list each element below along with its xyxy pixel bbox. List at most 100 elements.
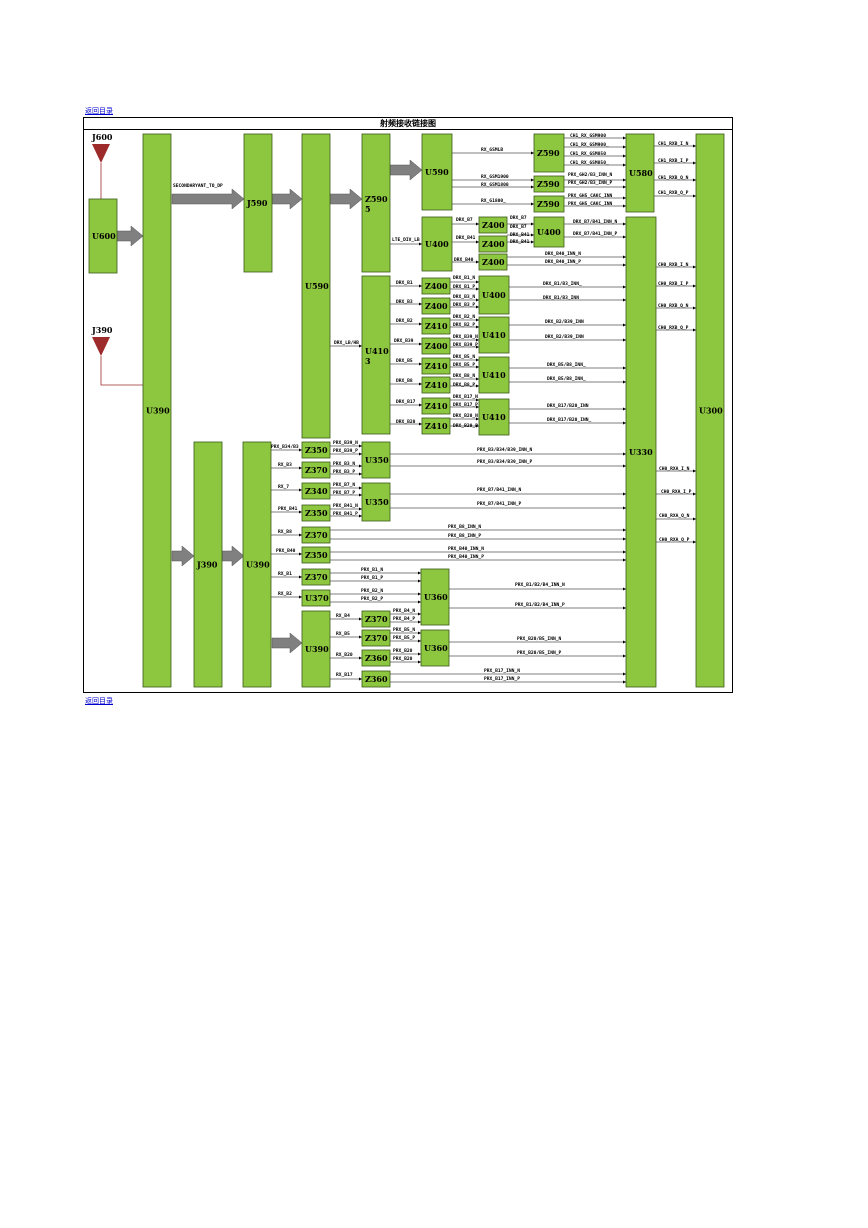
signal-label: PRX_B4_P: [393, 616, 415, 622]
signal-label: RX_B8: [278, 529, 292, 535]
signal-label: PRX_B20/B5_INN_N: [517, 636, 561, 642]
svg-text:J590: J590: [246, 198, 268, 208]
signal-label: DRX_B5/B8_INN_: [547, 376, 586, 382]
svg-text:U590: U590: [425, 167, 449, 177]
signal-label: DRX_B20_P: [453, 423, 478, 429]
signal-label: PRX_B41: [278, 506, 298, 512]
svg-text:U410: U410: [482, 370, 506, 380]
svg-text:U330: U330: [629, 447, 653, 457]
signal-label: DRX_B5_P: [453, 362, 475, 368]
flow-arrow-4: [329, 188, 363, 210]
block-u370: U370: [301, 589, 331, 607]
signal-label: DRX_B40: [454, 257, 474, 263]
svg-text:U360: U360: [424, 592, 448, 602]
signal-label: DRX_B39: [394, 338, 414, 344]
svg-text:J390: J390: [196, 560, 218, 570]
block-z370-c: Z370: [301, 568, 331, 586]
signal-label: PRX_B4_N: [393, 608, 415, 614]
svg-text:U400: U400: [537, 227, 561, 237]
block-u300: U300: [695, 133, 725, 688]
block-u360-b: U360: [420, 629, 450, 667]
signal-label: RX_B5: [336, 631, 350, 637]
svg-text:U400: U400: [425, 239, 449, 249]
svg-text:Z590: Z590: [537, 148, 560, 158]
signal-label: RX_B3: [278, 462, 292, 468]
back-to-contents-link-top[interactable]: 返回目录: [85, 107, 113, 115]
block-z400-c: Z400: [478, 253, 508, 271]
block-z360-b: Z360: [361, 670, 391, 688]
signal-label: PRX_B39_N: [333, 440, 358, 446]
svg-text:U360: U360: [424, 643, 448, 653]
signal-label: DRX_B2/B39_INN: [545, 319, 584, 325]
signal-label: CH1_RX_GSM900_: [570, 142, 609, 148]
flow-arrow-8: [271, 632, 303, 654]
signal-label: DRX_B17_P: [453, 402, 478, 408]
signal-label: PRX_B1_P: [361, 575, 383, 581]
flow-arrow-6: [171, 545, 195, 567]
back-to-contents-link-bottom[interactable]: 返回目录: [85, 697, 113, 705]
flow-arrow-3: [271, 188, 303, 210]
block-u400-b: U400: [533, 216, 565, 248]
block-z410-c: Z410: [421, 376, 451, 394]
svg-text:Z370: Z370: [305, 572, 328, 582]
block-u590-tall: U590: [301, 133, 331, 439]
signal-label: CH0_RXA_I_P: [661, 489, 692, 495]
svg-text:U580: U580: [629, 168, 653, 178]
block-u410-a: U410: [478, 316, 510, 354]
svg-text:J390: J390: [91, 325, 113, 335]
block-u390-c: U390: [301, 610, 331, 688]
block-z370-e: Z370: [361, 629, 391, 647]
signal-label: CH0_RXB_Q_P: [658, 325, 689, 331]
signal-label: CH0_RXB_I_P: [658, 281, 689, 287]
signal-label: DRX_B39_P: [453, 342, 478, 348]
svg-text:U300: U300: [699, 406, 723, 416]
signal-label: DRX_B5/B8_INN_: [547, 362, 586, 368]
signal-label: PRX_B3/B34/B39_INN_N: [477, 447, 533, 453]
signal-label: RX_B4: [336, 613, 350, 619]
signal-label: PRX_GH2/B3_INN_P: [568, 180, 612, 186]
svg-text:U400: U400: [482, 290, 506, 300]
svg-text:Z360: Z360: [365, 653, 388, 663]
block-z370-a: Z370: [301, 461, 331, 479]
signal-label: DRX_B5_N: [453, 354, 475, 360]
signal-label: RX_GSM1900: [481, 174, 509, 180]
signal-label: CH0_RXB_I_N: [658, 262, 689, 268]
block-z590-c: Z590: [533, 195, 565, 213]
signal-label: PRX_B40: [276, 548, 296, 554]
signal-label: DRX_B1_P: [453, 284, 475, 290]
signal-label: CH1_RX_GSM900: [570, 133, 606, 139]
block-u410-c: U410: [478, 398, 510, 436]
signal-label: DRX_B41: [456, 235, 476, 241]
signal-label: PRX_B2_N: [361, 588, 383, 594]
svg-text:Z590: Z590: [537, 199, 560, 209]
signal-label: CH0_RXA_Q_P: [659, 537, 690, 543]
svg-text:U390: U390: [246, 560, 270, 570]
flow-arrow-7: [221, 545, 245, 567]
signal-label: CH1_RXB_Q_N: [658, 175, 689, 181]
signal-label: PRX_B1/B2/B4_INN_P: [515, 602, 565, 608]
signal-label: RX_B1: [278, 571, 292, 577]
signal-label: LTE_DIV_LB: [392, 237, 420, 243]
block-z370-b: Z370: [301, 526, 331, 544]
signal-label: DRX_B8: [396, 378, 413, 384]
flow-arrow-5: [389, 159, 423, 181]
signal-label: PRX_B7_N: [333, 482, 355, 488]
j600-antenna: J600: [91, 132, 113, 199]
signal-label: DRX_B1/B3_INN_: [543, 281, 582, 287]
block-z410-b: Z410: [421, 357, 451, 375]
signal-label: DRX_B17/B20_INN_: [547, 417, 591, 423]
svg-text:Z400: Z400: [425, 301, 448, 311]
signal-label: PRX_B39_P: [333, 448, 358, 454]
svg-text:Z400: Z400: [425, 281, 448, 291]
signal-label: DRX_B2_N: [453, 314, 475, 320]
svg-text:5: 5: [365, 204, 371, 214]
signal-label: DRX_B8_N: [453, 373, 475, 379]
signal-label: DRX_B20_N: [453, 413, 478, 419]
svg-text:Z400: Z400: [482, 220, 505, 230]
flow-arrow-1: [116, 225, 144, 247]
signal-label: PRX_B8_INN_P: [448, 533, 481, 539]
block-u580: U580: [625, 133, 655, 213]
signal-label: PRX_B1/B2/B4_INN_N: [515, 582, 565, 588]
block-u330: U330: [625, 216, 657, 688]
svg-text:U590: U590: [305, 281, 329, 291]
